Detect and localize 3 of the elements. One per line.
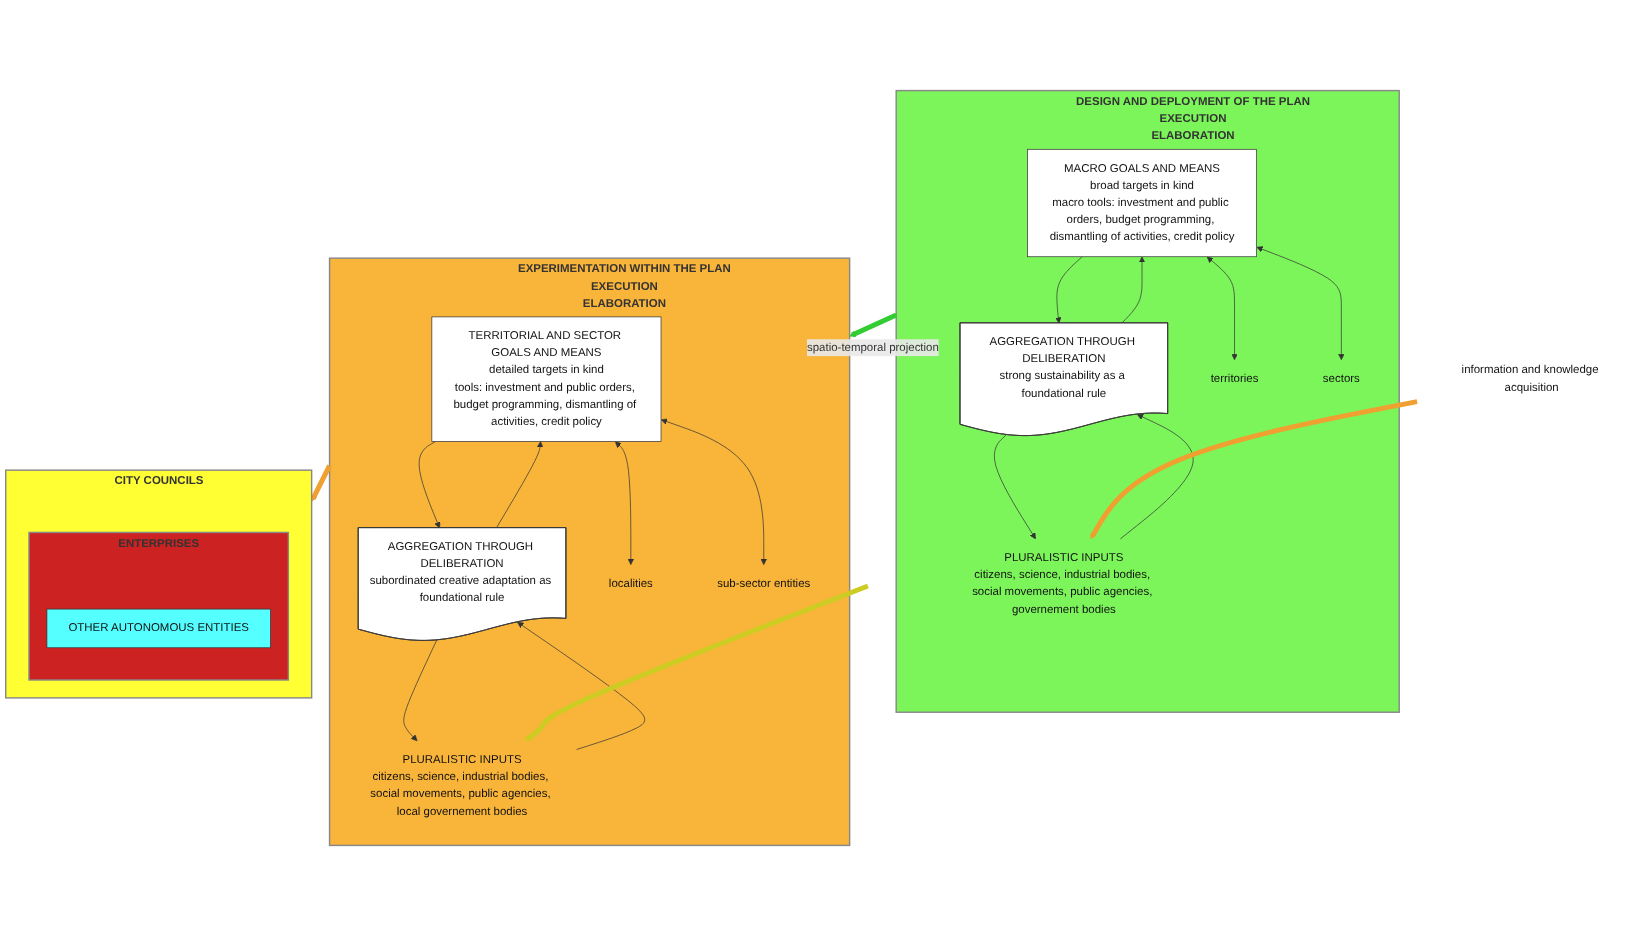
arrow <box>310 464 332 502</box>
arrow <box>524 583 869 742</box>
arrow <box>849 312 898 338</box>
